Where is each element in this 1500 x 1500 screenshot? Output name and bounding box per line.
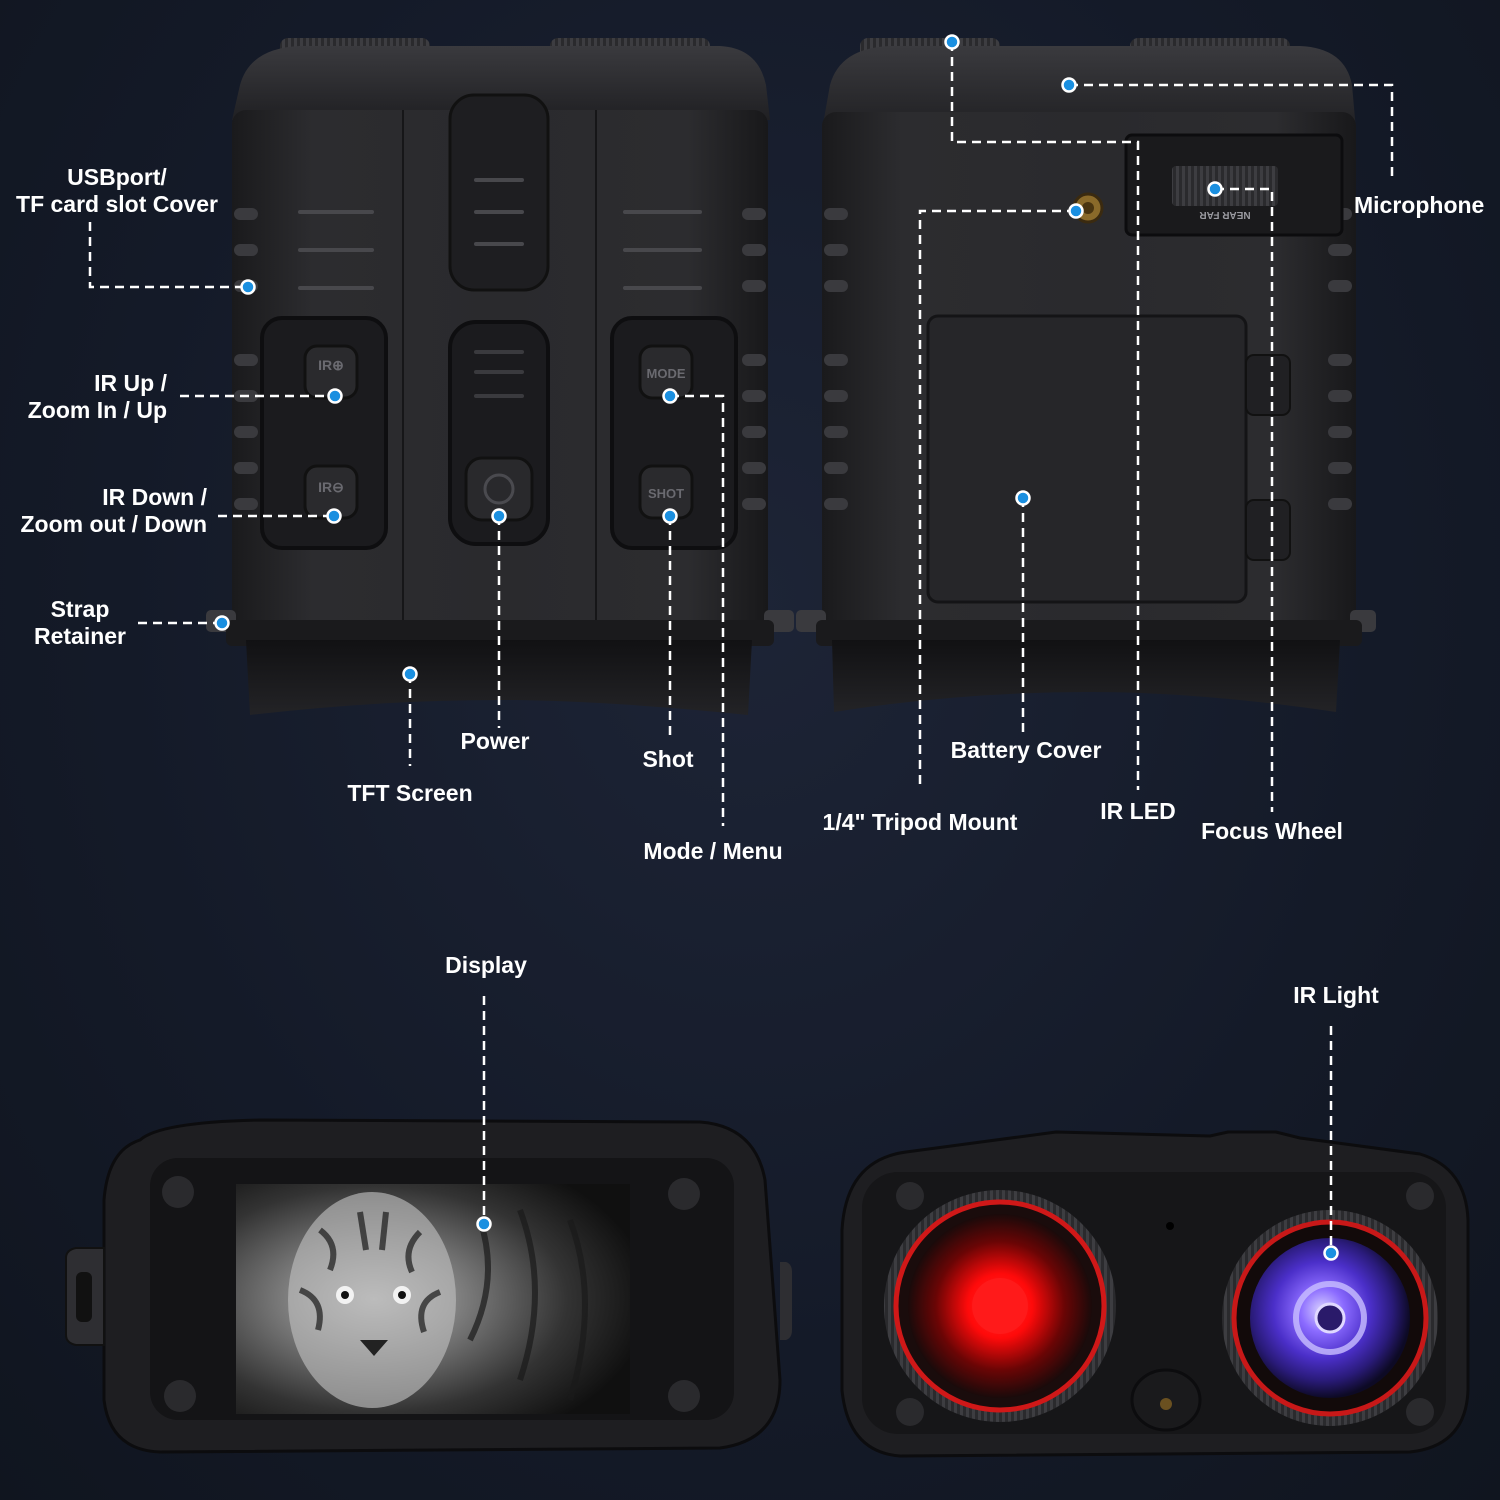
- marker-tripod: [1068, 203, 1084, 219]
- leader-lines: [88, 42, 1394, 1253]
- label-display: Display: [445, 952, 527, 978]
- label-strap-line1: Strap: [50, 596, 110, 622]
- marker-ir-led: [944, 34, 960, 50]
- label-mode-menu: Mode / Menu: [643, 838, 783, 864]
- label-strap-line2: Retainer: [33, 623, 127, 649]
- power-icon: [483, 473, 515, 505]
- binocular-front-view: [840, 1130, 1470, 1458]
- label-usb-line1: USBport/: [67, 164, 167, 190]
- marker-display: [476, 1216, 492, 1232]
- marker-focus: [1207, 181, 1223, 197]
- label-ir-down: IR Down / Zoom out / Down: [0, 484, 207, 538]
- binocular-bottom-view: NEAR FAR: [796, 38, 1376, 712]
- marker-shot: [662, 508, 678, 524]
- shot-marking: SHOT: [648, 486, 684, 501]
- label-battery-cover: Battery Cover: [950, 737, 1102, 763]
- label-tripod-mount: 1/4" Tripod Mount: [822, 809, 1018, 835]
- label-ir-down-line1: IR Down /: [102, 484, 207, 510]
- label-ir-up-line1: IR Up /: [94, 370, 167, 396]
- focus-marking: NEAR FAR: [1199, 209, 1251, 220]
- label-usb-cover: USBport/ TF card slot Cover: [6, 164, 228, 218]
- label-shot: Shot: [642, 746, 694, 772]
- label-ir-led: IR LED: [1100, 798, 1176, 824]
- ir-down-marking: IR⊖: [318, 479, 344, 495]
- label-ir-up: IR Up / Zoom In / Up: [0, 370, 167, 424]
- marker-power: [491, 508, 507, 524]
- mode-marking: MODE: [647, 366, 686, 381]
- binocular-top-view: IR⊕ IR⊖ MODE SHOT: [206, 38, 794, 715]
- marker-tft: [402, 666, 418, 682]
- marker-ir-down: [326, 508, 342, 524]
- label-microphone: Microphone: [1354, 192, 1485, 218]
- marker-mode: [662, 388, 678, 404]
- label-usb-line2: TF card slot Cover: [16, 191, 218, 217]
- ir-up-marking: IR⊕: [318, 357, 344, 373]
- label-power: Power: [460, 728, 530, 754]
- binocular-display-view: [65, 1118, 792, 1454]
- label-strap: Strap Retainer: [20, 596, 140, 650]
- marker-battery: [1015, 490, 1031, 506]
- marker-dots: [214, 34, 1339, 1261]
- marker-ir-light: [1323, 1245, 1339, 1261]
- label-focus-wheel: Focus Wheel: [1201, 818, 1343, 844]
- marker-strap: [214, 615, 230, 631]
- label-ir-up-line2: Zoom In / Up: [27, 397, 167, 423]
- label-ir-down-line2: Zoom out / Down: [20, 511, 207, 537]
- marker-ir-up: [327, 388, 343, 404]
- label-ir-light: IR Light: [1293, 982, 1379, 1008]
- marker-usb-cover: [240, 279, 256, 295]
- marker-microphone: [1061, 77, 1077, 93]
- label-tft-screen: TFT Screen: [347, 780, 473, 806]
